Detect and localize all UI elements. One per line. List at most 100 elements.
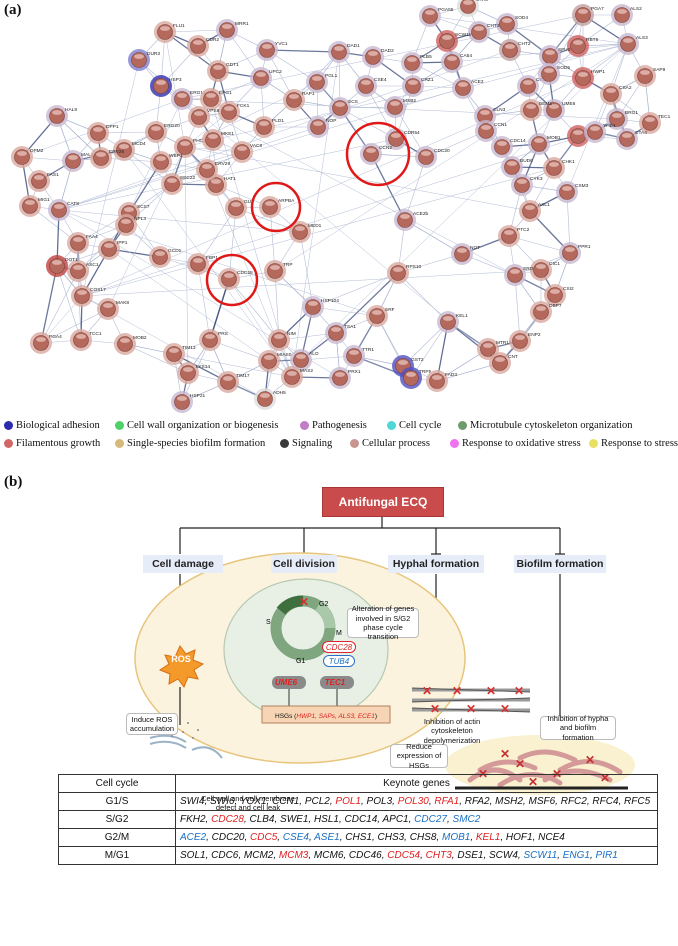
network-node: MKE1 [202,129,234,151]
node-shine [260,393,270,398]
network-node: CDC28 [218,268,253,290]
node-label: MRR1 [235,21,249,27]
network-edge [429,15,629,45]
header-keynote-genes: Keynote genes [175,774,658,793]
network-node: PGL1 [306,71,338,93]
node-label: UME6 [562,101,576,107]
node-shine [507,161,517,166]
node-shine [295,226,305,231]
node-shine [256,72,266,77]
node-shine [213,65,223,70]
node-label: VAC8 [250,143,263,149]
network-node: MCD4 [113,139,146,161]
node-shine [335,102,345,107]
node-shine [623,38,633,43]
network-node: RAP1 [283,89,315,111]
node-shine [274,334,284,339]
node-shine [265,201,275,206]
node-shine [331,327,341,332]
node-label: PGL1 [325,73,338,79]
node-label: CHT2 [518,41,531,47]
node-shine [645,117,655,122]
node-shine [366,148,376,153]
node-label: SOD5 [557,65,570,71]
node-label: CLN3 [493,107,506,113]
node-label: CDC28 [237,270,253,276]
node-shine [474,26,484,31]
network-node: BUD6 [501,156,533,178]
node-shine [549,162,559,167]
node-label: HAT1 [224,176,236,182]
node-label: ALO [309,351,319,357]
node-shine [349,350,359,355]
legend-item: Microtubule cytoskeleton organization [458,420,633,431]
node-label: PGA7 [591,6,604,12]
network-node: BRG1 [606,108,638,130]
node-label: RPS10 [406,264,422,270]
network-node: VAC8 [231,141,263,163]
category-biofilm-formation: Biofilm formation [514,555,606,573]
node-label: PLD1 [272,118,284,124]
network-edge [40,270,79,344]
node-shine [120,338,130,343]
highlight-circle [250,181,302,233]
node-label: UPC2 [269,69,282,75]
legend-item: Signaling [280,438,332,449]
node-label: AXL1 [538,202,550,208]
node-label: BRG1 [625,110,638,116]
node-shine [52,260,62,265]
legend-swatch [458,421,467,430]
gene-ume6: UME6 [274,677,298,687]
node-shine [151,126,161,131]
network-node: TEC1 [639,112,671,134]
node-label: CDR2 [206,37,219,43]
node-shine [544,68,554,73]
node-shine [606,88,616,93]
node-shine [54,204,64,209]
network-node: MOB1 [528,133,561,155]
node-label: WBP1 [169,153,183,159]
legend-item: Response to oxidative stress [450,438,581,449]
node-label: SRF [385,307,395,313]
node-label: FAA4 [86,234,98,240]
phase-g1: G1 [296,658,305,665]
network-node: HSP21 [171,391,206,413]
network-node: YHB1 [584,121,616,143]
network-node: FLU1 [154,21,185,43]
network-edge [397,253,463,274]
node-shine [270,265,280,270]
network-edge [58,209,301,233]
node-label: ERG20 [164,123,180,129]
network-node: DAD1 [328,41,360,63]
legend-item: Pathogenesis [300,420,367,431]
node-label: RAP1 [302,91,315,97]
network-edge [56,265,82,341]
panel-b-label: (b) [4,474,23,490]
node-shine [167,178,177,183]
node-label: CSA2 [619,85,632,91]
network-node: ERG20 [145,121,180,143]
node-label: TIM17 [236,373,250,379]
network-node: CHT3 [468,21,500,43]
network-node: NPL3 [115,214,146,236]
node-label: NIM [287,331,296,337]
panel-a-label: (a) [4,2,22,18]
legend-swatch [387,421,396,430]
network-node: MED1 [289,221,322,243]
network-node: MIG1 [19,195,50,217]
node-label: NPL3 [134,216,146,222]
legend-item: Filamentous growth [4,438,100,449]
network-node: CIC1 [530,259,560,281]
network-node: MAS2 [281,366,313,388]
hsg-label: HSGs (HWP1, SAPs, ALS3, ECE1) [275,713,377,720]
node-label: TRP5 [419,369,432,375]
node-label: CSM3 [575,183,589,189]
node-label: DUR3 [147,51,160,57]
node-shine [407,57,417,62]
node-label: CIC1 [549,261,560,267]
node-label: HSP3 [169,77,182,83]
network-node: MAK8 [97,298,129,320]
node-label: FAD3 [445,372,457,378]
node-shine [124,207,134,212]
node-shine [156,156,166,161]
